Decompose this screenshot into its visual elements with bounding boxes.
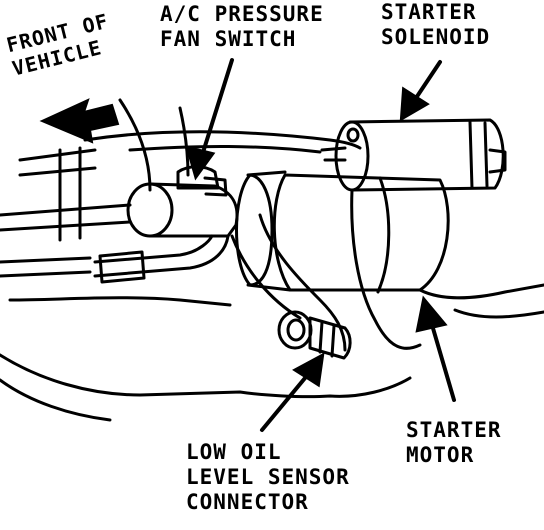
- oil-sensor-leader: [260, 370, 312, 432]
- ac-line-fitting: [98, 250, 146, 284]
- wire-harness: [83, 130, 362, 150]
- solenoid-stud: [346, 127, 360, 143]
- starter-motor-band: [376, 176, 391, 294]
- oil-label-line-2: LEVEL SENSOR: [186, 465, 350, 489]
- ac-switch-arrowhead: [185, 145, 216, 181]
- bracket-left: [58, 146, 82, 242]
- oil-sensor-connector: [308, 316, 352, 360]
- solenoid-label-line-1: STARTER: [381, 0, 477, 24]
- front-of-vehicle-arrow: [39, 98, 120, 144]
- engine-block-outline: [0, 353, 412, 399]
- solenoid-terminal: [320, 146, 347, 162]
- oil-sensor-lock: [318, 320, 336, 358]
- starter-mount: [246, 170, 292, 292]
- starter-cable-2: [418, 283, 544, 300]
- solenoid-nose: [488, 148, 507, 174]
- oil-label-line-3: CONNECTOR: [186, 490, 309, 514]
- ac-line: [93, 234, 214, 264]
- ac-label-line-1: A/C PRESSURE: [160, 2, 324, 26]
- ac-switch-housing: [148, 182, 239, 238]
- hose-left-upper: [18, 148, 97, 177]
- motor-label-line-1: STARTER: [406, 418, 502, 442]
- ac-line-2: [93, 234, 230, 278]
- solenoid-label-line-2: SOLENOID: [381, 25, 491, 49]
- oil-sensor-base: [277, 310, 313, 350]
- starter-motor-label: STARTER MOTOR: [406, 418, 502, 468]
- motor-leader: [428, 316, 456, 402]
- ac-switch-connector: [203, 176, 228, 197]
- wire-harness-2: [128, 144, 322, 154]
- starter-solenoid-cap: [334, 120, 370, 192]
- solenoid-ribs: [468, 120, 489, 190]
- sensor-wire-2: [230, 234, 302, 320]
- ground-cable: [453, 308, 544, 319]
- starter-motor-body: [272, 173, 450, 292]
- oil-pan-edge: [0, 378, 112, 422]
- ac-switch-body: [126, 182, 174, 238]
- sensor-wire: [258, 213, 347, 352]
- starter-cable: [350, 188, 422, 350]
- ac-label-line-2: FAN SWITCH: [160, 27, 297, 51]
- rod-upper: [118, 98, 152, 192]
- solenoid-arrowhead: [399, 86, 430, 122]
- starter-motor-end: [235, 173, 274, 287]
- starter-solenoid-label: STARTER SOLENOID: [381, 0, 490, 50]
- hose-left-lower: [0, 256, 92, 278]
- motor-label-line-2: MOTOR: [406, 443, 475, 467]
- oil-sensor-arrowhead: [292, 352, 325, 388]
- ac-pressure-fan-switch-label: A/C PRESSURE FAN SWITCH: [160, 2, 324, 52]
- rod-upper-2: [178, 106, 190, 177]
- hose-left-middle: [0, 203, 132, 232]
- engine-block-edge: [8, 296, 232, 307]
- low-oil-level-sensor-connector-label: LOW OIL LEVEL SENSOR CONNECTOR: [186, 440, 350, 515]
- oil-label-line-1: LOW OIL: [186, 440, 282, 464]
- ac-switch-leader: [198, 58, 234, 164]
- motor-arrowhead: [415, 295, 448, 333]
- oil-sensor-hex: [286, 318, 306, 342]
